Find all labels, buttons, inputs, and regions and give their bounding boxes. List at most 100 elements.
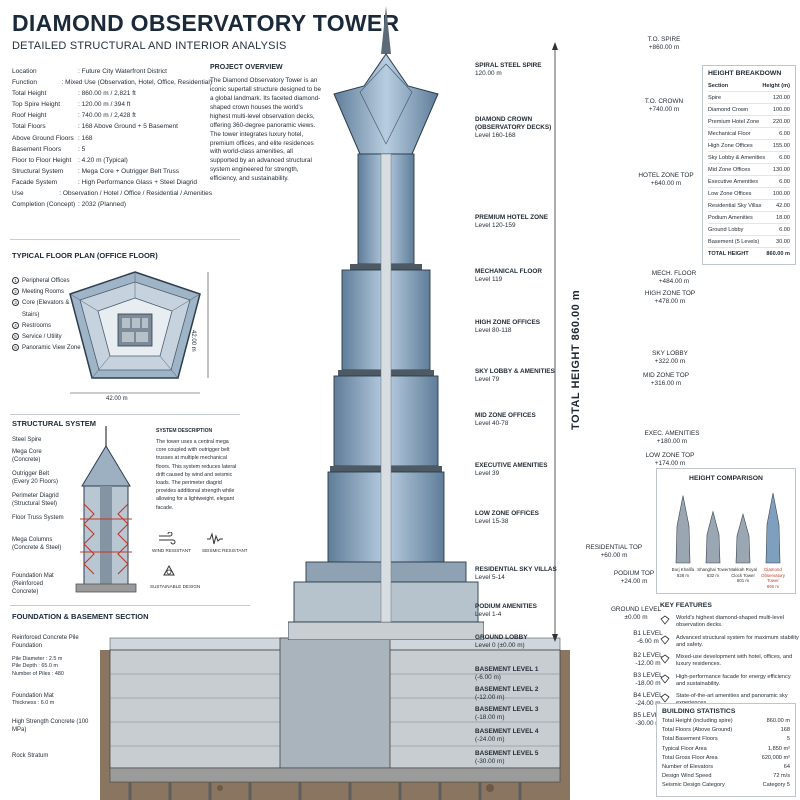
spec-key: Use xyxy=(12,190,24,198)
zone-level: Level 15-38 xyxy=(475,518,509,525)
structural-label: Mega Columns (Concrete & Steel) xyxy=(12,537,62,552)
spec-value: : 168 xyxy=(78,134,93,142)
col-height: Height (m) xyxy=(762,83,790,89)
recycle-icon xyxy=(163,564,175,576)
spec-key: Roof Height xyxy=(12,112,47,120)
elevation-mark: T.O. CROWN+740.00 m xyxy=(628,98,700,114)
spec-key: Above Ground Floors xyxy=(12,134,74,142)
floor-plan-drawing xyxy=(69,271,209,394)
zone-level: (-12.00 m) xyxy=(475,694,505,701)
height-comparison-chart xyxy=(675,492,781,564)
key-features-panel: KEY FEATURES World's highest diamond-sha… xyxy=(660,602,800,713)
elevation-name: T.O. CROWN xyxy=(644,98,684,105)
elevation-mark: HIGH ZONE TOP+478.00 m xyxy=(634,290,706,306)
elevation-name: GROUND LEVEL xyxy=(610,606,662,613)
section-name: Podium Amenities xyxy=(708,215,753,221)
statistic-name: Seismic Design Category xyxy=(662,782,725,789)
spec-value: : 860.00 m / 2,821 ft xyxy=(78,90,136,98)
zone-name: EXECUTIVE AMENITIES xyxy=(475,462,548,469)
section-height: 6.00 xyxy=(779,179,790,185)
elevation-value: +484.00 m xyxy=(658,278,690,285)
zone-label: BASEMENT LEVEL 1(-6.00 m) xyxy=(475,666,575,682)
project-overview: PROJECT OVERVIEW The Diamond Observatory… xyxy=(210,63,322,184)
key-features-list: World's highest diamond-shaped multi-lev… xyxy=(660,615,800,708)
spec-row: Total Height: 860.00 m / 2,821 ft xyxy=(12,88,212,99)
divider xyxy=(10,605,250,606)
elevation-mark: B5 LEVEL-30.00 m xyxy=(612,712,684,728)
elevation-value: ±0.00 m xyxy=(624,614,648,621)
spec-row: Floor to Floor Height: 4.20 m (Typical) xyxy=(12,155,212,166)
badge-sustainable: SUSTAINABLE DESIGN xyxy=(150,584,201,589)
section-name: Executive Amenities xyxy=(708,179,759,185)
total-name: TOTAL HEIGHT xyxy=(708,251,749,257)
elevation-value: -24.00 m xyxy=(635,700,661,707)
statistic-row: Total Floors (Above Ground)168 xyxy=(662,726,790,735)
spec-row: Completion (Concept): 2032 (Planned) xyxy=(12,199,212,210)
zone-name: HIGH ZONE OFFICES xyxy=(475,319,540,326)
elevation-name: EXEC. AMENITIES xyxy=(644,430,700,437)
zone-level: Level 160-168 xyxy=(475,132,516,139)
spec-key: Function xyxy=(12,79,37,87)
elevation-value: +860.00 m xyxy=(648,44,680,51)
statistic-name: Total Height (including spire) xyxy=(662,718,733,724)
spec-key: Location xyxy=(12,68,37,75)
section-name: Low Zone Offices xyxy=(708,191,752,197)
section-height: 130.00 xyxy=(772,167,790,173)
zone-level: Level 80-118 xyxy=(475,327,512,334)
spec-key: Top Spire Height xyxy=(12,101,61,109)
comparison-tower xyxy=(675,495,691,564)
spec-value: : 120.00 m / 394 ft xyxy=(78,101,131,109)
spec-value: : 168 Above Ground + 5 Basement xyxy=(78,123,178,131)
section-height: 6.00 xyxy=(779,131,790,137)
legend-number-icon: 3 xyxy=(12,299,19,307)
height-breakdown-header: Section Height (m) xyxy=(708,80,790,92)
section-name: High Zone Offices xyxy=(708,143,753,149)
feature-text: Advanced structural system for maximum s… xyxy=(676,634,799,648)
spec-value: : 4.20 m (Typical) xyxy=(78,156,128,164)
elevation-value: +174.00 m xyxy=(654,460,686,467)
spec-value: : Observation / Hotel / Office / Residen… xyxy=(59,190,212,198)
elevation-value: +24.00 m xyxy=(620,578,648,585)
foundation-heading: FOUNDATION & BASEMENT SECTION xyxy=(12,612,149,621)
elevation-mark: LOW ZONE TOP+174.00 m xyxy=(634,452,706,468)
building-icon xyxy=(660,654,670,664)
overview-heading: PROJECT OVERVIEW xyxy=(210,64,283,71)
floor-plan-dim-h: 42.00 m xyxy=(106,396,128,402)
comparison-name: Diamond Observatory Tower xyxy=(761,567,785,583)
legend-label: Core (Elevators & Stairs) xyxy=(22,300,70,318)
spec-key: Facade System xyxy=(12,178,58,186)
comparison-name: Shanghai Tower xyxy=(697,567,729,572)
elevation-mark: B1 LEVEL-6.00 m xyxy=(612,630,684,646)
spec-row: Facade System: High Performance Glass + … xyxy=(12,177,212,188)
statistic-value: 64 xyxy=(783,763,790,770)
divider xyxy=(10,239,240,240)
elevation-value: +478.00 m xyxy=(654,298,686,305)
structural-label: Outrigger Belt (Every 20 Floors) xyxy=(12,471,59,486)
spec-row: Top Spire Height : 120.00 m / 394 ft xyxy=(12,99,212,110)
structural-label: Steel Spire xyxy=(12,437,42,443)
foundation-section xyxy=(100,637,570,800)
comparison-tower xyxy=(765,492,781,564)
spec-row: Function: Mixed Use (Observation, Hotel,… xyxy=(12,77,212,88)
section-height: 100.00 xyxy=(772,191,790,197)
elevation-name: B2 LEVEL xyxy=(633,652,663,659)
legend-number-icon: 4 xyxy=(12,321,19,329)
zone-name: BASEMENT LEVEL 4 xyxy=(475,728,539,735)
section-height: 100.00 xyxy=(772,107,790,113)
zone-label: BASEMENT LEVEL 4(-24.00 m) xyxy=(475,728,575,744)
section-height: 6.00 xyxy=(779,155,790,161)
structural-label: Foundation Mat (Reinforced Concrete) xyxy=(12,573,54,596)
